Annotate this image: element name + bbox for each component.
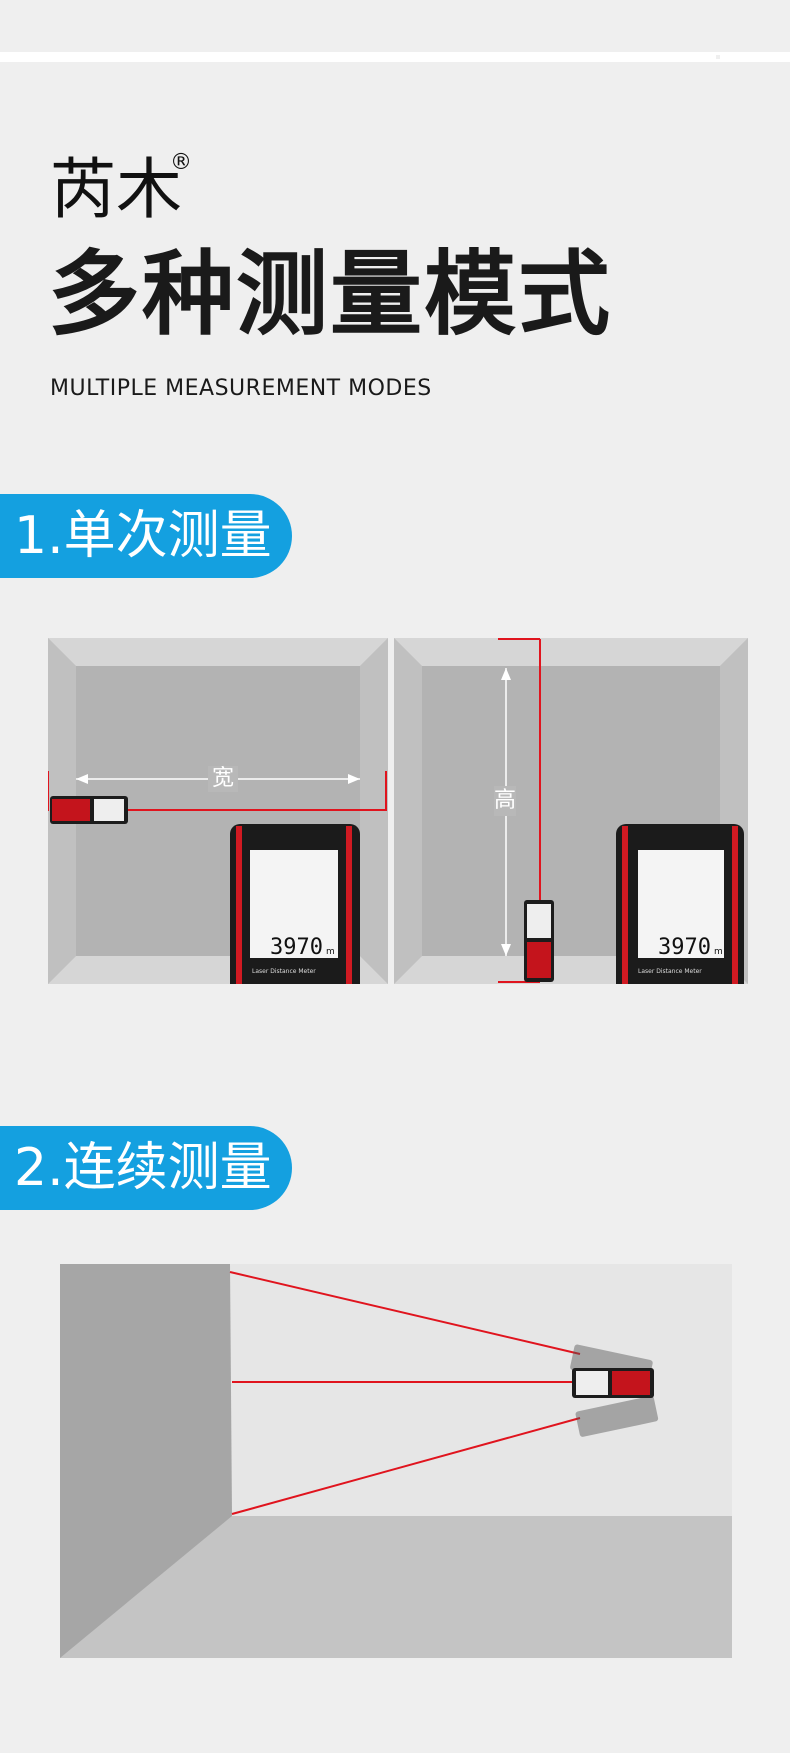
section-1-label: 1.单次测量 — [14, 506, 272, 566]
section-1-badge: 1.单次测量 — [0, 494, 292, 578]
section-2-badge: 2.连续测量 — [0, 1126, 292, 1210]
svg-text:m: m — [714, 947, 723, 957]
page-subheadline: MULTIPLE MEASUREMENT MODES — [50, 376, 432, 401]
registered-mark: ® — [170, 150, 192, 175]
brand-name: 芮木 — [50, 151, 182, 228]
width-label: 宽 — [208, 766, 239, 792]
continuous-measurement-illustration — [60, 1264, 732, 1658]
top-divider-gap — [716, 55, 720, 59]
svg-text:3970: 3970 — [658, 935, 711, 960]
page-headline: 多种测量模式 — [48, 241, 613, 348]
brand-logo: 芮木 ® — [50, 150, 192, 230]
section-2-label: 2.连续测量 — [14, 1138, 272, 1198]
svg-text:3970: 3970 — [270, 935, 323, 960]
svg-text:m: m — [326, 947, 335, 957]
svg-text:Laser Distance Meter: Laser Distance Meter — [252, 968, 316, 975]
width-measurement-illustration: 3970 m Laser Distance Meter 宽 — [48, 638, 388, 984]
height-measurement-illustration: 3970 m Laser Distance Meter 高 — [394, 638, 748, 984]
svg-text:Laser Distance Meter: Laser Distance Meter — [638, 968, 702, 975]
height-label: 高 — [494, 786, 517, 816]
top-divider-line — [0, 52, 790, 62]
